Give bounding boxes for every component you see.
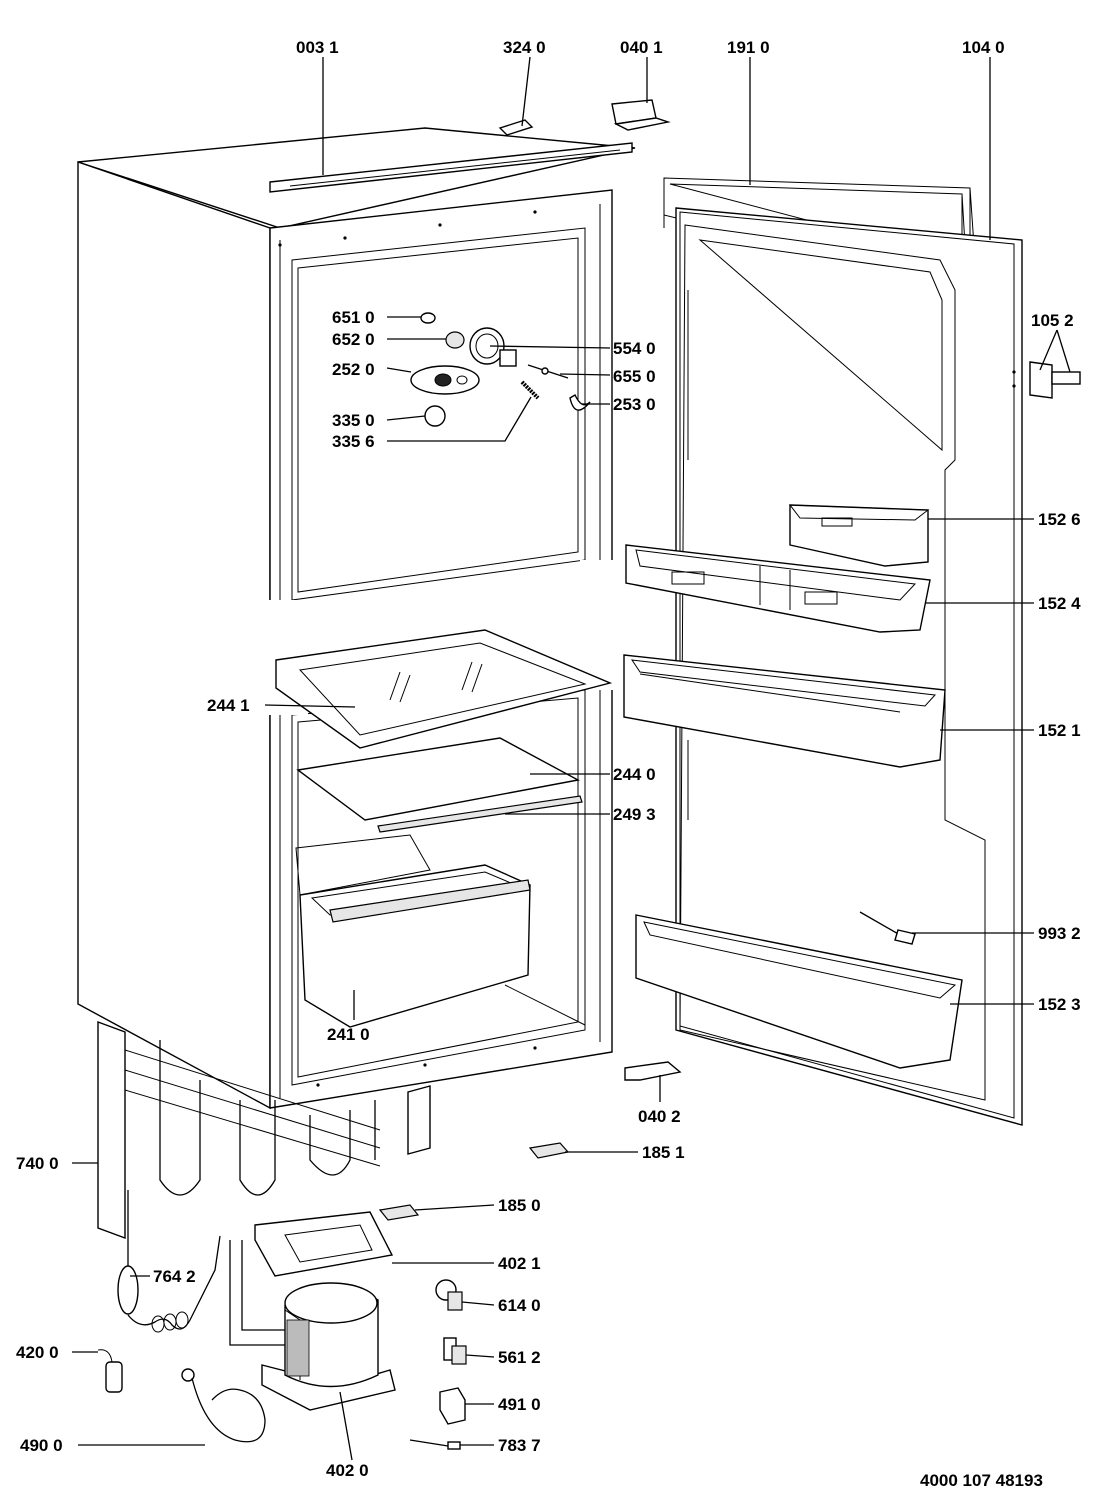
label-324-0: 324 0: [503, 38, 546, 57]
label-335-0: 335 0: [332, 411, 375, 430]
crisper-cover-part: [296, 737, 581, 821]
label-244-1: 244 1: [207, 696, 250, 715]
label-191-0: 191 0: [727, 38, 770, 57]
relay-cover-part: [439, 1387, 466, 1425]
label-152-6: 152 6: [1038, 510, 1081, 529]
capillary-tube-part: [117, 1190, 221, 1333]
power-cable-part: [181, 1368, 266, 1443]
label-335-6: 335 6: [332, 432, 375, 451]
small-bracket-part-a: [528, 1142, 570, 1159]
label-402-1: 402 1: [498, 1254, 541, 1273]
capacitor-part: [97, 1349, 123, 1393]
label-993-2: 993 2: [1038, 924, 1081, 943]
label-003-1: 003 1: [296, 38, 339, 57]
middle-door-bin-part: [623, 654, 946, 768]
label-185-1: 185 1: [642, 1143, 685, 1162]
lower-door-bin-part: [635, 914, 963, 1069]
label-152-3: 152 3: [1038, 995, 1081, 1014]
crisper-drawer-part: [299, 864, 531, 1028]
compressor-tray-part: [254, 1211, 394, 1277]
label-614-0: 614 0: [498, 1296, 541, 1315]
label-554-0: 554 0: [613, 339, 656, 358]
label-420-0: 420 0: [16, 1343, 59, 1362]
compressor-part: [229, 1240, 396, 1411]
protector-part: [443, 1337, 467, 1365]
leader-lines: [72, 56, 1071, 1461]
label-491-0: 491 0: [498, 1395, 541, 1414]
label-152-4: 152 4: [1038, 594, 1081, 613]
label-764-2: 764 2: [153, 1267, 196, 1286]
label-652-0: 652 0: [332, 330, 375, 349]
label-783-7: 783 7: [498, 1436, 541, 1455]
label-105-2: 105 2: [1031, 311, 1074, 330]
label-561-2: 561 2: [498, 1348, 541, 1367]
label-152-1: 152 1: [1038, 721, 1081, 740]
upper-door-shelf-part: [625, 544, 931, 633]
label-040-1: 040 1: [620, 38, 663, 57]
top-trim-part: [269, 142, 633, 193]
label-104-0: 104 0: [962, 38, 1005, 57]
door: [663, 177, 1023, 1126]
label-740-0: 740 0: [16, 1154, 59, 1173]
label-253-0: 253 0: [613, 395, 656, 414]
label-252-0: 252 0: [332, 360, 375, 379]
dairy-box-part: [788, 504, 930, 567]
label-655-0: 655 0: [613, 367, 656, 386]
document-number: 4000 107 48193: [920, 1471, 1043, 1490]
thermostat-controls: [410, 312, 591, 427]
condenser-part: [97, 1020, 431, 1240]
label-241-0: 241 0: [327, 1025, 370, 1044]
fuse-part: [409, 1439, 461, 1450]
small-bracket-part-b: [378, 1204, 420, 1221]
lower-hinge-part: [624, 1061, 682, 1081]
label-040-2: 040 2: [638, 1107, 681, 1126]
label-490-0: 490 0: [20, 1436, 63, 1455]
label-244-0: 244 0: [613, 765, 656, 784]
label-185-0: 185 0: [498, 1196, 541, 1215]
relay-part: [435, 1279, 463, 1311]
clip-part: [498, 119, 534, 136]
part-number-labels: 003 1 324 0 040 1 191 0 104 0 105 2 651 …: [16, 38, 1081, 1480]
label-651-0: 651 0: [332, 308, 375, 327]
shelf-trim-part: [377, 795, 583, 833]
upper-hinge-part: [611, 99, 671, 131]
glass-shelf-part: [275, 629, 613, 749]
door-hinge-bracket-part: [1012, 361, 1081, 399]
label-249-3: 249 3: [613, 805, 656, 824]
door-sensor-part: [859, 911, 916, 945]
label-402-0: 402 0: [326, 1461, 369, 1480]
